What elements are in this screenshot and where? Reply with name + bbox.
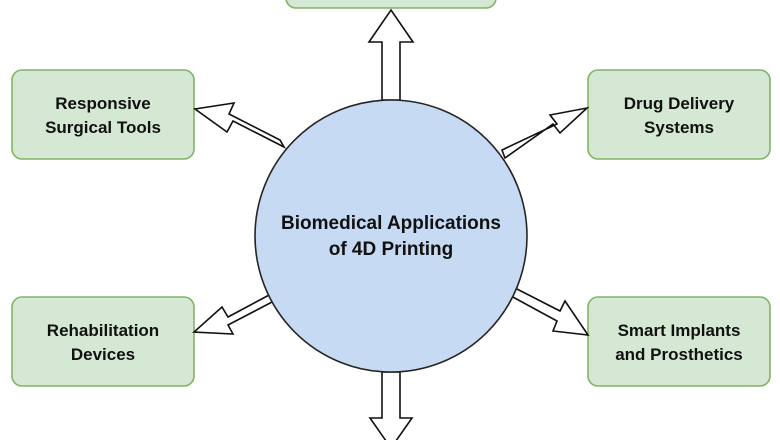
arrow-up xyxy=(367,8,415,101)
node-label-line2: Surgical Tools xyxy=(45,118,161,137)
node-box xyxy=(11,296,195,387)
arrow-down-right xyxy=(509,286,590,336)
node-smart-implants-and-prosthetics: Smart Implants and Prosthetics xyxy=(587,296,771,387)
node-label-line1: Responsive xyxy=(55,94,150,113)
node-label-line1: Rehabilitation xyxy=(47,321,159,340)
center-circle xyxy=(254,99,528,373)
node-label-line1: Drug Delivery xyxy=(624,94,735,113)
arrow-down-left xyxy=(192,292,276,335)
node-drug-delivery-systems: Drug Delivery Systems xyxy=(587,69,771,160)
node-label-line2: and Prosthetics xyxy=(615,345,743,364)
center-topic: Biomedical Applications of 4D Printing xyxy=(254,99,528,373)
node-box xyxy=(11,69,195,160)
node-label-line1: Smart Implants xyxy=(618,321,741,340)
node-responsive-surgical-tools: Responsive Surgical Tools xyxy=(11,69,195,160)
center-label-line2: of 4D Printing xyxy=(329,239,454,260)
node-box xyxy=(587,296,771,387)
arrow-up-left xyxy=(192,101,287,149)
node-top-box xyxy=(285,0,497,9)
node-rehabilitation-devices: Rehabilitation Devices xyxy=(11,296,195,387)
center-label-line1: Biomedical Applications xyxy=(281,213,501,234)
node-label-line2: Systems xyxy=(644,118,714,137)
arrow-down xyxy=(368,371,414,440)
arrow-up-right xyxy=(500,106,590,160)
node-label-line2: Devices xyxy=(71,345,135,364)
node-box xyxy=(587,69,771,160)
